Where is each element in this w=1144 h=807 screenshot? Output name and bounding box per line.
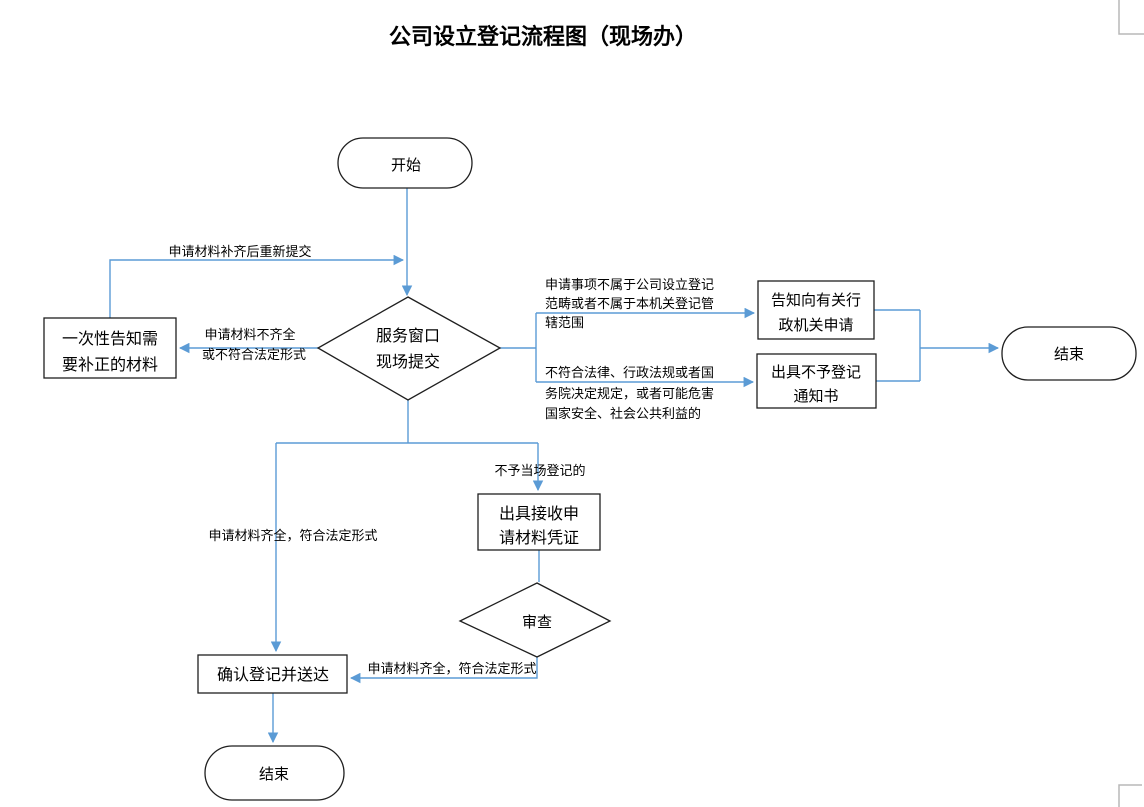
connector-resubmit-loop: [109, 254, 405, 318]
page-title: 公司设立登记流程图（现场办）: [389, 24, 697, 49]
edge-label-incomplete-line2: 或不符合法定形式: [202, 347, 306, 362]
edge-label-not-in-scope-line2: 范畴或者不属于本机关登记管: [545, 296, 714, 311]
node-receipt-voucher-box: [477, 493, 601, 551]
node-review-decision: [458, 582, 612, 658]
service-window-label-line2: 现场提交: [376, 353, 440, 371]
connector-review-to-confirm: [349, 657, 538, 684]
node-end-right-terminator: [1001, 326, 1137, 381]
end-bottom-label: 结束: [259, 766, 289, 783]
edge-label-violate-law-line3: 国家安全、社会公共利益的: [545, 406, 701, 421]
rejection-notice-label-line2: 通知书: [793, 388, 838, 405]
start-label: 开始: [391, 157, 421, 174]
edge-label-not-in-scope-line3: 辖范围: [545, 315, 584, 330]
edge-label-violate-law-line2: 务院决定规定，或者可能危害: [545, 386, 714, 401]
receipt-voucher-label-line2: 请材料凭证: [499, 529, 579, 547]
node-rejection-notice-box: [756, 353, 877, 409]
node-confirm-delivery-box: [197, 654, 348, 694]
node-service-window-decision: [316, 296, 502, 401]
service-window-label-line1: 服务窗口: [376, 327, 440, 345]
rejection-notice-label-line1: 出具不予登记: [771, 364, 861, 381]
edge-label-violate-law-line1: 不符合法律、行政法规或者国: [545, 365, 714, 380]
edge-label-complete-bottom: 申请材料齐全，符合法定形式: [367, 661, 536, 676]
notify-correction-label-line1: 一次性告知需: [62, 330, 158, 348]
node-notify-correction-box: [43, 317, 177, 379]
inform-agency-label-line1: 告知向有关行: [771, 292, 861, 309]
end-right-label: 结束: [1054, 346, 1084, 363]
connectors: [109, 188, 1000, 744]
edge-label-resubmit: 申请材料补齐后重新提交: [168, 244, 311, 259]
margin-mark-top-right: [1118, 0, 1144, 35]
edge-label-not-onsite: 不予当场登记的: [494, 463, 585, 478]
receipt-voucher-label-line1: 出具接收申: [499, 505, 579, 523]
edge-label-incomplete-line1: 申请材料不齐全: [204, 327, 295, 342]
node-start-terminator: [337, 137, 473, 189]
margin-mark-bottom-right: [1118, 784, 1142, 807]
edge-label-not-in-scope-line1: 申请事项不属于公司设立登记: [545, 277, 714, 292]
node-inform-agency-box: [757, 280, 875, 340]
confirm-delivery-label: 确认登记并送达: [217, 666, 329, 684]
node-end-bottom-terminator: [204, 745, 345, 801]
inform-agency-label-line2: 政机关申请: [778, 317, 853, 334]
review-label: 审查: [522, 614, 552, 631]
edge-label-complete-left: 申请材料齐全，符合法定形式: [208, 528, 377, 543]
notify-correction-label-line2: 要补正的材料: [62, 356, 158, 374]
